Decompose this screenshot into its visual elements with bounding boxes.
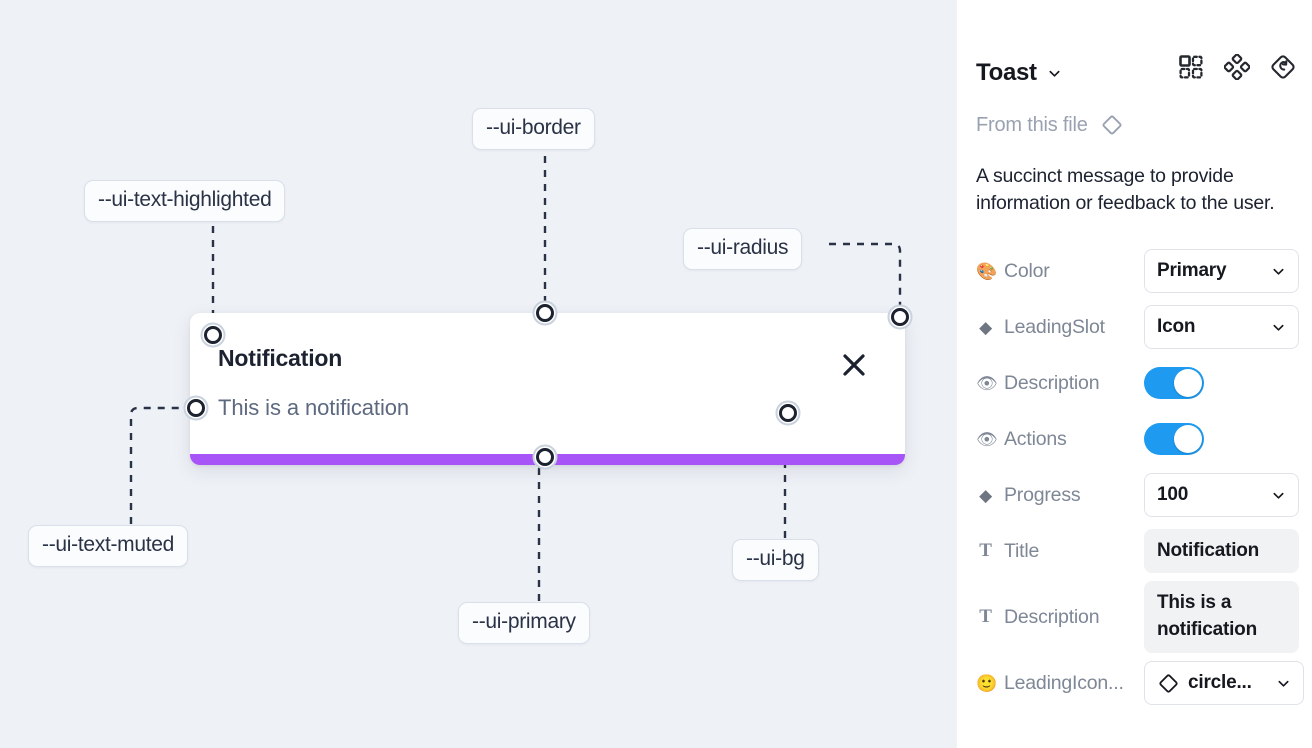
annotation-label: --ui-text-muted <box>42 533 175 556</box>
component-description: A succinct message to provide informatio… <box>976 165 1275 214</box>
property-list: 🎨 Color Primary <box>976 243 1304 711</box>
property-label-title: T Title <box>976 540 1144 563</box>
reset-instance-icon[interactable] <box>1270 54 1296 80</box>
property-row-color: 🎨 Color Primary <box>976 243 1299 299</box>
property-label-color: 🎨 Color <box>976 260 1144 283</box>
diamond-outline-icon <box>1157 672 1180 695</box>
property-row-leadingicon: 🙂 LeadingIcon... circle... <box>976 655 1304 711</box>
toast-component-preview[interactable]: Notification This is a notification <box>190 313 905 465</box>
property-name: Progress <box>1004 483 1081 506</box>
property-name: LeadingSlot <box>1004 315 1105 338</box>
property-label-leadingslot: ◆ LeadingSlot <box>976 316 1144 339</box>
color-select-value: Primary <box>1157 260 1227 281</box>
toast-title: Notification <box>218 345 343 371</box>
property-name: Description <box>1004 371 1100 394</box>
property-row-title: T Title Notification <box>976 523 1299 579</box>
annotation-label: --ui-border <box>486 116 581 139</box>
leadingicon-select[interactable]: circle... <box>1144 661 1304 705</box>
annotation-label: --ui-radius <box>697 236 789 259</box>
panel-header: Toast <box>976 53 1296 92</box>
close-x-icon[interactable] <box>841 352 867 378</box>
leadingicon-select-value: circle... <box>1188 672 1252 693</box>
panel-header-actions <box>1178 53 1296 81</box>
smiley-emoji-icon: 🙂 <box>976 673 997 693</box>
four-diamond-icon[interactable] <box>1223 53 1251 81</box>
property-label-progress: ◆ Progress <box>976 484 1144 507</box>
color-select[interactable]: Primary <box>1144 249 1299 293</box>
chevron-down-icon <box>1276 676 1291 691</box>
annotation-ui-bg[interactable]: --ui-bg <box>732 539 819 581</box>
description-toggle[interactable] <box>1144 367 1204 399</box>
property-label-leadingicon: 🙂 LeadingIcon... <box>976 672 1144 695</box>
actions-toggle[interactable] <box>1144 423 1204 455</box>
toggle-knob <box>1174 425 1202 453</box>
diamond-emoji-icon: ◆ <box>979 485 992 505</box>
annotation-ui-radius[interactable]: --ui-radius <box>683 228 803 270</box>
property-name: Color <box>1004 259 1050 282</box>
eye-emoji-icon: 👁 <box>976 429 998 449</box>
toast-progress-bar <box>190 454 905 465</box>
annotation-ui-text-highlighted[interactable]: --ui-text-highlighted <box>84 180 286 222</box>
from-this-file-label: From this file <box>976 113 1088 136</box>
leadingslot-select[interactable]: Icon <box>1144 305 1299 349</box>
property-row-leadingslot: ◆ LeadingSlot Icon <box>976 299 1299 355</box>
property-row-description-text: T Description This is a notification <box>976 579 1299 655</box>
annotation-ui-border[interactable]: --ui-border <box>472 108 595 150</box>
from-this-file-row: From this file <box>976 113 1124 137</box>
annotation-ui-primary[interactable]: --ui-primary <box>458 602 590 644</box>
chevron-down-icon <box>1271 264 1286 279</box>
property-name: Description <box>1004 605 1100 628</box>
design-canvas[interactable]: Notification This is a notification <box>0 0 957 748</box>
text-type-icon: T <box>979 606 992 627</box>
property-label-actions-toggle: 👁 Actions <box>976 428 1144 451</box>
component-set-icon[interactable] <box>1178 54 1204 80</box>
progress-select[interactable]: 100 <box>1144 473 1299 517</box>
property-name: Actions <box>1004 427 1067 450</box>
diamond-emoji-icon: ◆ <box>979 317 992 337</box>
chevron-down-icon <box>1271 488 1286 503</box>
annotation-label: --ui-primary <box>472 610 576 633</box>
chevron-down-icon <box>1271 320 1286 335</box>
property-row-actions-toggle: 👁 Actions <box>976 411 1298 467</box>
annotation-label: --ui-text-highlighted <box>98 188 272 211</box>
title-input[interactable]: Notification <box>1144 528 1299 574</box>
property-name: LeadingIcon... <box>1004 671 1124 694</box>
property-label-description-text: T Description <box>976 606 1144 629</box>
annotation-label: --ui-bg <box>746 547 805 570</box>
progress-select-value: 100 <box>1157 484 1189 505</box>
properties-panel: Toast <box>957 0 1312 748</box>
diamond-outline-icon <box>1100 113 1124 137</box>
annotation-ui-text-muted[interactable]: --ui-text-muted <box>28 525 189 567</box>
property-name: Title <box>1004 539 1040 562</box>
eye-emoji-icon: 👁 <box>976 373 998 393</box>
palette-emoji-icon: 🎨 <box>976 261 997 281</box>
chevron-down-icon[interactable] <box>1047 66 1062 81</box>
toggle-knob <box>1174 369 1202 397</box>
description-input[interactable]: This is a notification <box>1144 581 1299 653</box>
property-row-description-toggle: 👁 Description <box>976 355 1298 411</box>
leadingslot-select-value: Icon <box>1157 316 1196 337</box>
toast-description: This is a notification <box>218 395 409 420</box>
property-label-description-toggle: 👁 Description <box>976 372 1144 395</box>
property-row-progress: ◆ Progress 100 <box>976 467 1299 523</box>
page-title: Toast <box>976 59 1037 86</box>
text-type-icon: T <box>979 540 992 561</box>
